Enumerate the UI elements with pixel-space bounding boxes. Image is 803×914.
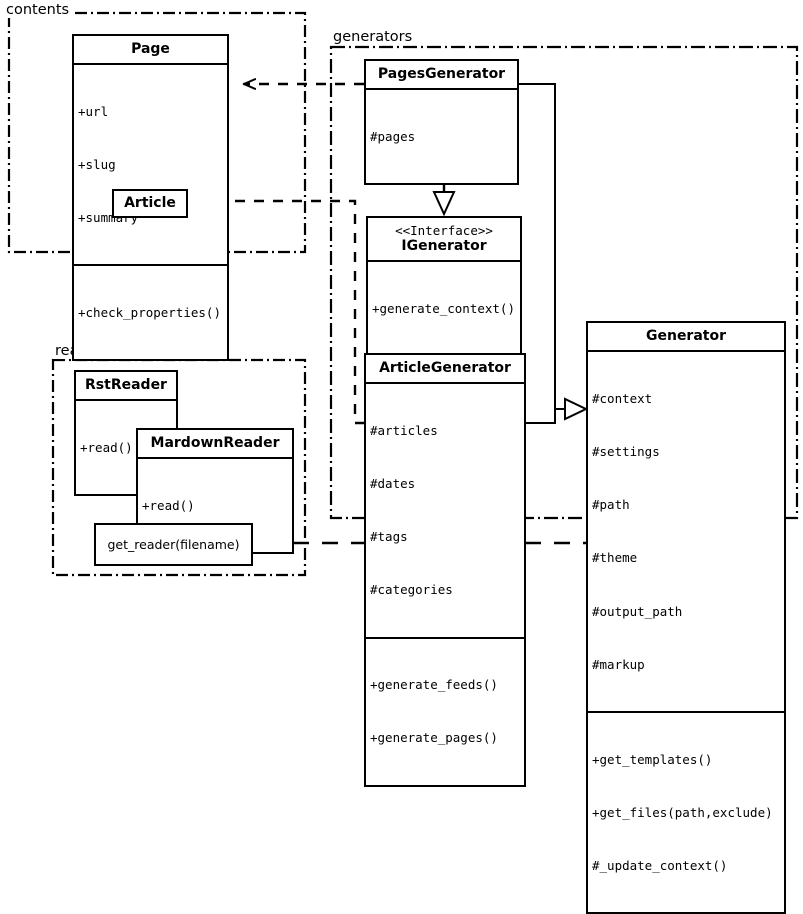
relation-articlegenerator-uses-article — [206, 201, 365, 425]
class-box-generator[interactable]: Generator #context #settings #path #them… — [586, 321, 786, 914]
attribute-row: #pages — [370, 128, 416, 144]
class-operations-generator: +get_templates() +get_files(path,exclude… — [588, 711, 784, 912]
operation-row: +read() — [80, 439, 133, 455]
class-operations-mardown-reader: +read() — [138, 457, 292, 552]
attribute-row: #articles — [370, 422, 438, 438]
relation-generators-inherit-generator — [519, 83, 589, 424]
class-operations-article-generator: +generate_feeds() +generate_pages() — [366, 636, 524, 785]
attribute-row: #theme — [592, 550, 638, 566]
attribute-row: #tags — [370, 529, 408, 545]
class-name-igenerator: <<Interface>> IGenerator — [368, 218, 520, 260]
class-attributes-pages-generator: #pages — [366, 88, 517, 183]
operation-row: +get_files(path,exclude) — [592, 804, 773, 820]
class-name-generator: Generator — [645, 328, 726, 344]
uml-diagram-canvas: contents generators readers Page +url +s… — [4, 2, 799, 914]
class-box-article[interactable]: Article — [112, 189, 188, 219]
attribute-row: #categories — [370, 582, 453, 598]
class-name-mardown-reader: MardownReader — [150, 435, 280, 451]
attribute-row: #path — [592, 497, 630, 513]
attribute-row: #dates — [370, 475, 416, 491]
function-label-get-reader: get_reader(filename) — [107, 537, 240, 552]
attribute-row: #output_path — [592, 603, 683, 619]
class-name-text-igenerator: IGenerator — [401, 238, 487, 254]
attribute-row: #context — [592, 390, 653, 406]
class-name-article-generator: ArticleGenerator — [379, 360, 511, 376]
class-name-rst-reader: RstReader — [85, 377, 167, 393]
class-name-page: Page — [131, 41, 170, 57]
class-operations-rst-reader: +read() — [76, 399, 176, 494]
class-box-pages-generator[interactable]: PagesGenerator #pages — [364, 59, 519, 185]
class-attributes-page: +url +slug +summary — [74, 63, 227, 264]
class-operations-page: +check_properties() — [74, 264, 227, 359]
class-name-article: Article — [124, 195, 176, 211]
package-label-contents: contents — [4, 2, 72, 18]
operation-row: +generate_pages() — [370, 730, 498, 746]
function-box-get-reader[interactable]: get_reader(filename) — [94, 523, 253, 566]
attribute-row: #settings — [592, 443, 660, 459]
package-label-generators: generators — [331, 29, 415, 45]
operation-row: +read() — [142, 497, 195, 513]
class-attributes-generator: #context #settings #path #theme #output_… — [588, 350, 784, 711]
operation-row: +check_properties() — [78, 304, 221, 320]
class-stereotype-igenerator: <<Interface>> — [395, 223, 493, 238]
class-box-article-generator[interactable]: ArticleGenerator #articles #dates #tags … — [364, 353, 526, 787]
operation-row: +get_templates() — [592, 751, 713, 767]
class-attributes-article-generator: #articles #dates #tags #categories — [366, 382, 524, 637]
operation-row: #_update_context() — [592, 858, 728, 874]
class-name-pages-generator: PagesGenerator — [377, 66, 506, 82]
operation-row: +generate_context() — [372, 300, 515, 316]
operation-row: +generate_feeds() — [370, 677, 498, 693]
attribute-row: #markup — [592, 656, 645, 672]
attribute-row: +slug — [78, 156, 116, 172]
attribute-row: +url — [78, 103, 109, 119]
